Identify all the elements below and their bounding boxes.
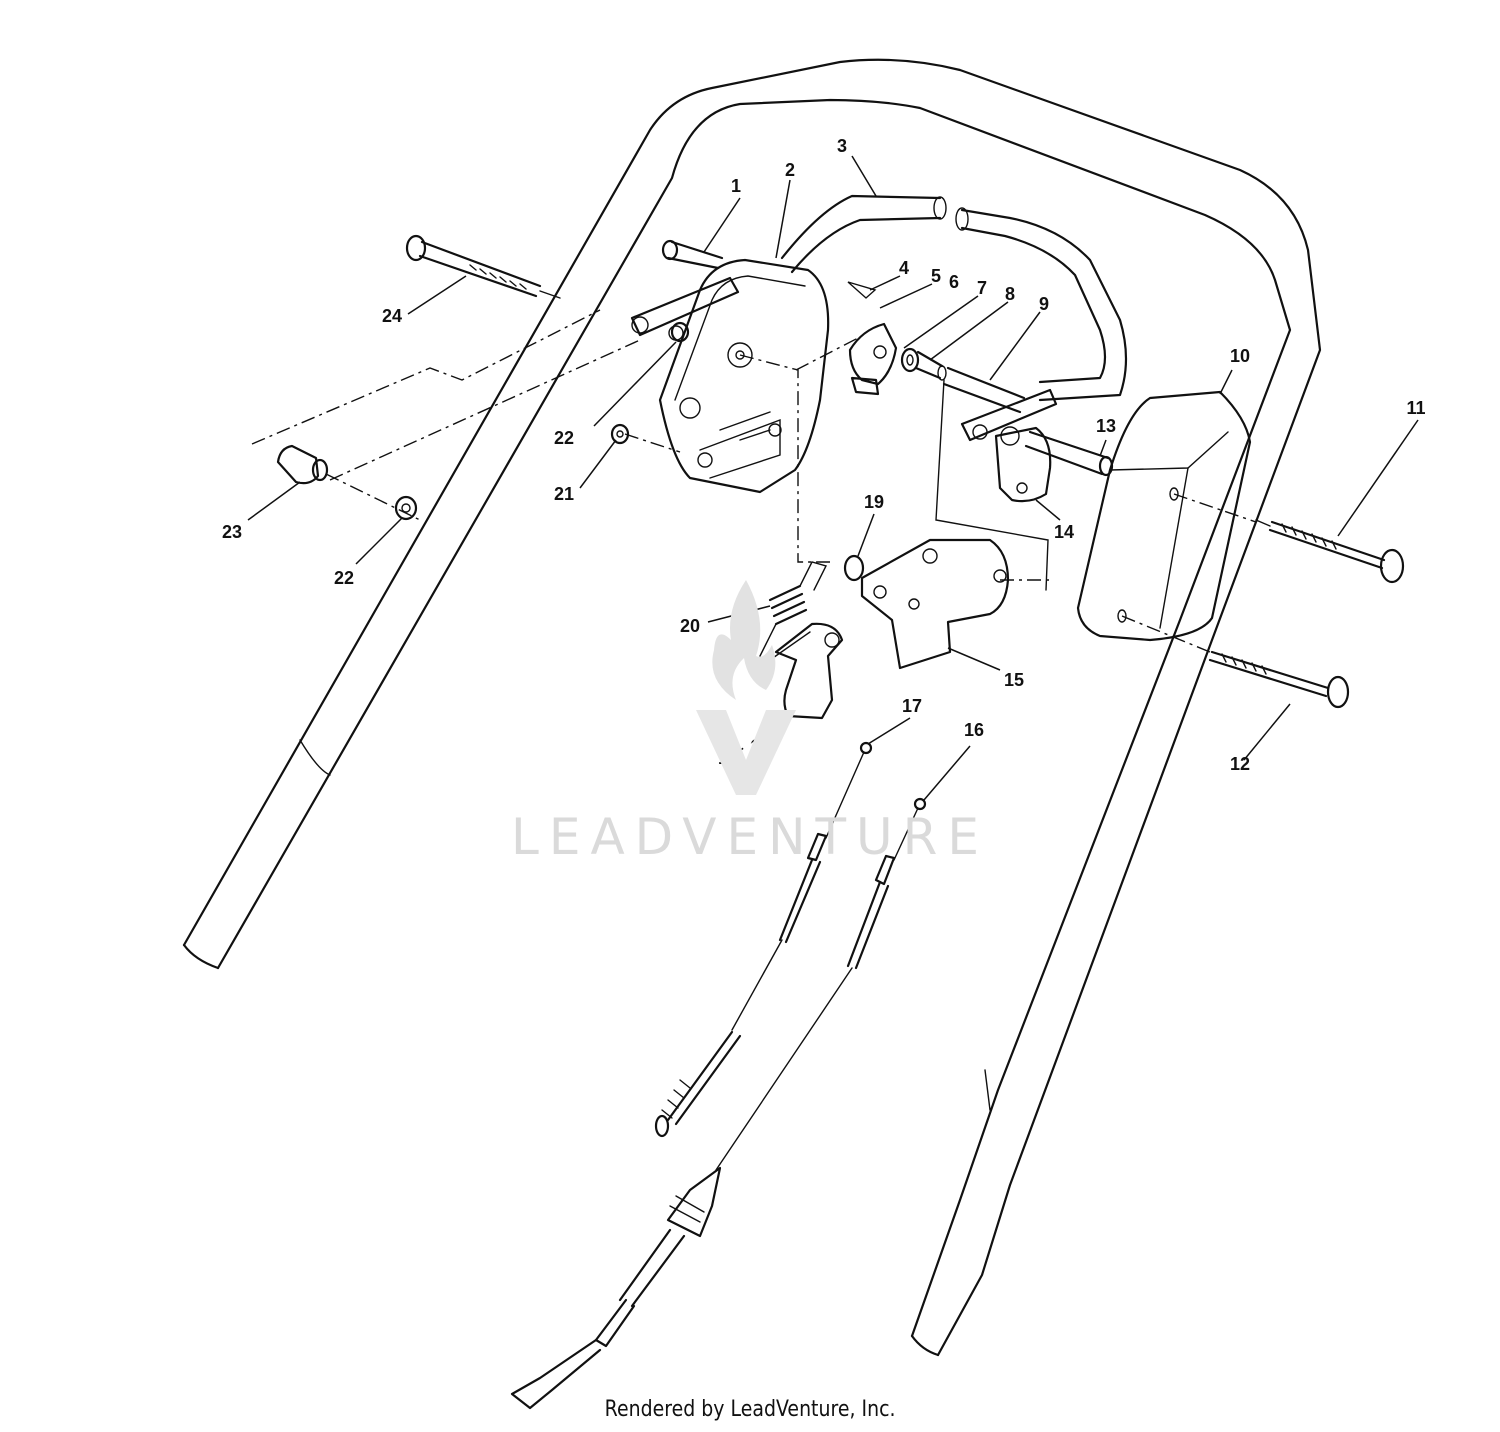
alignment-lines xyxy=(251,309,1257,653)
callout-12: 12 xyxy=(1230,754,1250,774)
link-rod xyxy=(935,379,1049,591)
leadventure-flame-logo xyxy=(696,580,796,795)
part-10-cover xyxy=(1076,390,1252,642)
callout-10: 10 xyxy=(1230,346,1250,366)
part-14-cam xyxy=(994,426,1052,503)
callout-17: 17 xyxy=(902,696,922,716)
callout-6: 6 xyxy=(949,272,959,292)
part-19-washer xyxy=(843,554,865,582)
callout-21: 21 xyxy=(554,484,574,504)
part-11-bolt xyxy=(1255,519,1405,584)
callouts: 1 2 3 4 5 6 7 8 9 10 11 12 13 14 15 16 1… xyxy=(222,136,1426,774)
callout-22a: 22 xyxy=(554,428,574,448)
callout-5: 5 xyxy=(931,266,941,286)
part-17-cable xyxy=(654,741,873,1138)
part-4-clip xyxy=(847,281,877,299)
part-23-bushing xyxy=(276,444,329,485)
callout-22b: 22 xyxy=(334,568,354,588)
callout-9: 9 xyxy=(1039,294,1049,314)
handle-frame xyxy=(182,58,1322,1357)
part-12-bolt xyxy=(1208,650,1350,709)
part-13-tube xyxy=(1024,430,1114,477)
callout-2: 2 xyxy=(785,160,795,180)
callout-8: 8 xyxy=(1005,284,1015,304)
part-22-nut-lower xyxy=(394,495,418,521)
part-8-shaft xyxy=(914,350,947,381)
link-arm-right xyxy=(960,388,1058,442)
part-21-nut xyxy=(610,423,630,445)
part-7-spacer xyxy=(900,347,920,373)
part-20-spring xyxy=(759,561,828,657)
part-5-6-pawl xyxy=(848,322,898,396)
watermark-text: LEADVENTURE xyxy=(511,808,989,866)
callout-13: 13 xyxy=(1096,416,1116,436)
part-18-lever xyxy=(769,622,844,720)
part-1-bolt xyxy=(661,239,724,270)
callout-15: 15 xyxy=(1004,670,1024,690)
part-22-nut-upper xyxy=(670,321,690,343)
callout-7: 7 xyxy=(977,278,987,298)
callout-3: 3 xyxy=(837,136,847,156)
callout-20: 20 xyxy=(680,616,700,636)
callout-23: 23 xyxy=(222,522,242,542)
part-15-bracket xyxy=(860,538,1010,670)
callout-11: 11 xyxy=(1406,398,1425,418)
callout-1: 1 xyxy=(731,176,741,196)
credit-text: Rendered by LeadVenture, Inc. xyxy=(604,1397,896,1422)
callout-14: 14 xyxy=(1054,522,1074,542)
credit-line: Rendered by LeadVenture, Inc. xyxy=(0,1397,1500,1422)
link-arm-left xyxy=(630,276,740,341)
part-16-cable xyxy=(510,797,927,1410)
callout-24: 24 xyxy=(382,306,402,326)
part-2-bracket-housing xyxy=(658,258,830,494)
callout-19: 19 xyxy=(864,492,884,512)
part-3-control-bail xyxy=(780,194,1128,402)
callout-16: 16 xyxy=(964,720,984,740)
part-24-bolt xyxy=(405,234,561,299)
callout-4: 4 xyxy=(899,258,909,278)
